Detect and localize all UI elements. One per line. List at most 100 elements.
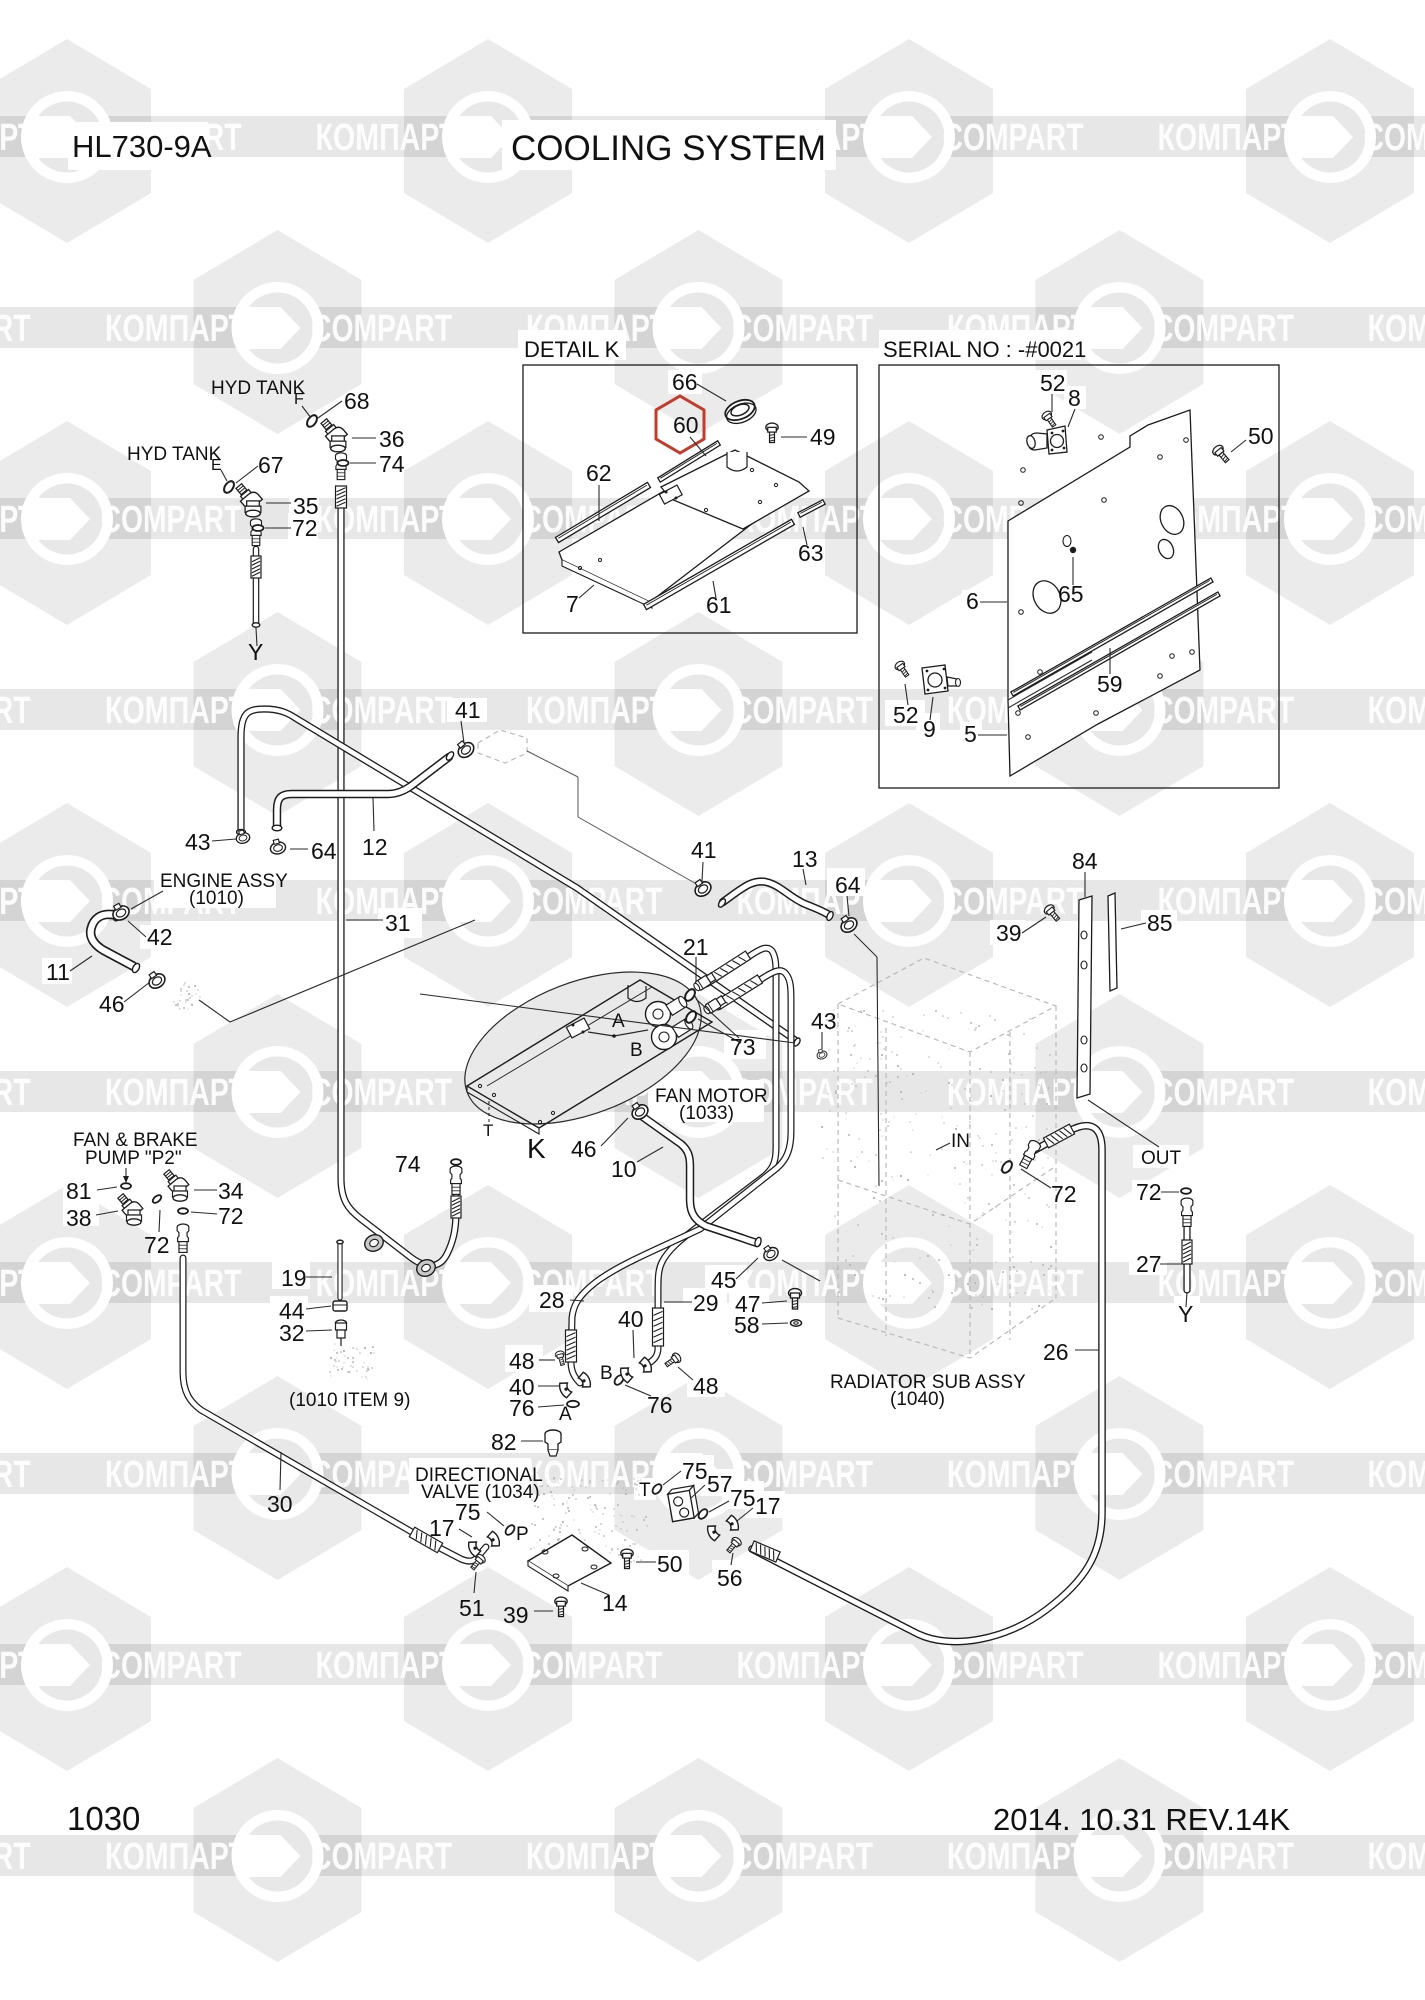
svg-text:43: 43 [811, 1008, 837, 1034]
svg-text:47: 47 [735, 1291, 761, 1317]
svg-text:COMPART: COMPART [1364, 1645, 1425, 1687]
svg-text:КОМПАРТ: КОМПАРТ [947, 1454, 1088, 1496]
svg-text:T: T [483, 1121, 493, 1140]
svg-text:COMPART: COMPART [943, 881, 1084, 923]
svg-text:30: 30 [267, 1491, 293, 1517]
svg-text:B: B [600, 1363, 613, 1384]
svg-text:PUMP "P2": PUMP "P2" [85, 1148, 182, 1169]
svg-text:75: 75 [682, 1458, 708, 1484]
svg-text:COMPART: COMPART [311, 1836, 452, 1878]
svg-text:COMPART: COMPART [1153, 308, 1294, 350]
svg-text:51: 51 [459, 1595, 485, 1621]
svg-text:82: 82 [491, 1429, 517, 1455]
svg-text:A: A [559, 1404, 572, 1425]
svg-text:COMPART: COMPART [101, 1263, 242, 1305]
svg-text:48: 48 [693, 1373, 719, 1399]
svg-text:T: T [639, 1480, 651, 1501]
svg-text:COMPART: COMPART [101, 1645, 242, 1687]
svg-text:P: P [516, 1524, 529, 1545]
svg-text:57: 57 [707, 1471, 733, 1497]
svg-text:DIRECTIONAL: DIRECTIONAL [415, 1465, 543, 1486]
svg-text:КОМПАРТ: КОМПАРТ [0, 499, 36, 541]
svg-text:41: 41 [455, 697, 481, 723]
svg-text:COMPART: COMPART [1153, 1072, 1294, 1114]
svg-text:COMPART: COMPART [0, 1836, 31, 1878]
svg-text:COMPART: COMPART [943, 1645, 1084, 1687]
svg-text:13: 13 [792, 846, 818, 872]
svg-text:КОМПАРТ: КОМПАРТ [1158, 881, 1299, 923]
svg-text:63: 63 [798, 540, 824, 566]
svg-text:52: 52 [893, 702, 919, 728]
svg-text:72: 72 [292, 515, 318, 541]
svg-text:59: 59 [1097, 671, 1123, 697]
svg-text:76: 76 [509, 1395, 535, 1421]
svg-text:COMPART: COMPART [0, 1454, 31, 1496]
svg-text:9: 9 [923, 716, 936, 742]
svg-text:COMPART: COMPART [732, 308, 873, 350]
svg-text:45: 45 [711, 1267, 737, 1293]
svg-text:КОМПАРТ: КОМПАРТ [105, 1072, 246, 1114]
svg-text:B: B [630, 1040, 643, 1061]
svg-text:46: 46 [571, 1136, 597, 1162]
svg-text:41: 41 [691, 837, 717, 863]
svg-text:КОМПАРТ: КОМПАРТ [105, 1454, 246, 1496]
svg-text:56: 56 [717, 1565, 743, 1591]
svg-text:КОМПАРТ: КОМПАРТ [1368, 690, 1425, 732]
svg-text:VALVE (1034): VALVE (1034) [421, 1482, 540, 1503]
svg-text:35: 35 [293, 493, 319, 519]
svg-text:58: 58 [734, 1312, 760, 1338]
svg-text:85: 85 [1147, 910, 1173, 936]
svg-text:72: 72 [1136, 1179, 1162, 1205]
svg-text:DETAIL K: DETAIL K [524, 337, 620, 362]
svg-text:(1010): (1010) [189, 888, 244, 909]
svg-text:COOLING SYSTEM: COOLING SYSTEM [511, 129, 826, 168]
svg-text:COMPART: COMPART [311, 308, 452, 350]
svg-text:HYD TANK: HYD TANK [127, 444, 222, 465]
svg-text:14: 14 [602, 1590, 628, 1616]
svg-text:K: K [527, 1133, 546, 1164]
svg-text:28: 28 [539, 1287, 565, 1313]
svg-text:11: 11 [46, 959, 70, 985]
svg-text:50: 50 [657, 1551, 683, 1577]
svg-text:КОМПАРТ: КОМПАРТ [947, 1072, 1088, 1114]
svg-text:73: 73 [730, 1034, 756, 1060]
svg-text:КОМПАРТ: КОМПАРТ [105, 1836, 246, 1878]
svg-text:COMPART: COMPART [732, 1836, 873, 1878]
svg-text:F: F [294, 391, 304, 408]
svg-text:40: 40 [509, 1374, 535, 1400]
svg-text:52: 52 [1040, 370, 1066, 396]
svg-text:43: 43 [185, 829, 211, 855]
svg-text:COMPART: COMPART [732, 690, 873, 732]
svg-text:КОМПАРТ: КОМПАРТ [0, 117, 36, 159]
svg-text:46: 46 [99, 991, 125, 1017]
svg-text:КОМПАРТ: КОМПАРТ [526, 690, 667, 732]
svg-text:ENGINE ASSY: ENGINE ASSY [160, 871, 288, 892]
svg-text:61: 61 [706, 592, 732, 618]
svg-text:Y: Y [1178, 1301, 1193, 1327]
svg-text:50: 50 [1248, 423, 1274, 449]
svg-text:49: 49 [810, 424, 836, 450]
svg-text:2014. 10.31 REV.14K: 2014. 10.31 REV.14K [993, 1802, 1290, 1837]
svg-text:КОМПАРТ: КОМПАРТ [1158, 117, 1299, 159]
svg-text:64: 64 [311, 838, 337, 864]
svg-text:64: 64 [835, 872, 861, 898]
svg-text:26: 26 [1043, 1339, 1069, 1365]
svg-text:КОМПАРТ: КОМПАРТ [737, 1645, 878, 1687]
svg-text:A: A [612, 1011, 625, 1032]
svg-text:COMPART: COMPART [1153, 690, 1294, 732]
svg-text:КОМПАРТ: КОМПАРТ [316, 1645, 457, 1687]
svg-text:40: 40 [618, 1306, 644, 1332]
svg-text:(1033): (1033) [679, 1103, 734, 1124]
svg-text:74: 74 [379, 451, 405, 477]
svg-text:32: 32 [279, 1320, 305, 1346]
svg-text:КОМПАРТ: КОМПАРТ [1368, 1836, 1425, 1878]
svg-text:HYD TANK: HYD TANK [211, 378, 306, 399]
svg-text:КОМПАРТ: КОМПАРТ [0, 881, 36, 923]
svg-text:72: 72 [218, 1203, 244, 1229]
svg-text:75: 75 [730, 1485, 756, 1511]
svg-text:31: 31 [385, 910, 411, 936]
svg-text:КОМПАРТ: КОМПАРТ [1368, 1454, 1425, 1496]
svg-text:48: 48 [509, 1348, 535, 1374]
svg-text:FAN MOTOR: FAN MOTOR [655, 1086, 768, 1107]
svg-text:8: 8 [1068, 385, 1081, 411]
